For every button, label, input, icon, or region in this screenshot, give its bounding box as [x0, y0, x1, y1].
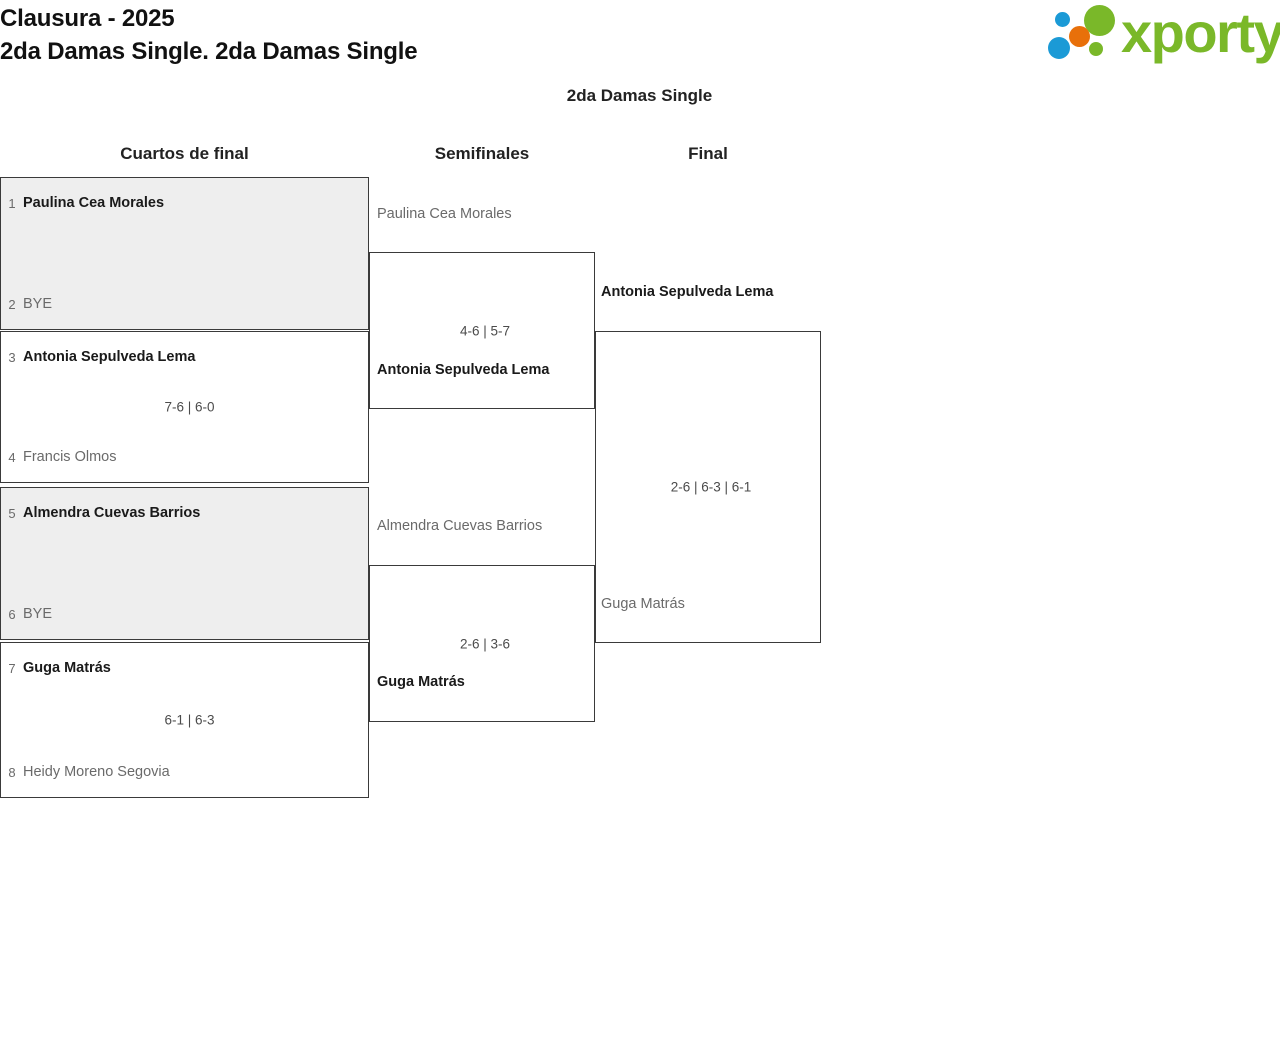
- player-name: Heidy Moreno Segovia: [23, 764, 170, 780]
- seed-number: 4: [8, 449, 16, 465]
- match-player-bottom[interactable]: 6 BYE: [1, 603, 368, 625]
- logo-dot-green-large-icon: [1084, 5, 1115, 36]
- round-header-final: Final: [595, 144, 821, 164]
- tournament-title: Clausura - 2025 2da Damas Single. 2da Da…: [0, 2, 418, 68]
- round-header-quarterfinals: Cuartos de final: [0, 144, 369, 164]
- logo-dot-orange-icon: [1069, 26, 1090, 47]
- match-quarterfinal-4[interactable]: 7 Guga Matrás 6-1 | 6-3 8 Heidy Moreno S…: [0, 642, 369, 798]
- round-header-semifinals-label: Semifinales: [434, 144, 530, 163]
- match-player-top[interactable]: 7 Guga Matrás: [1, 657, 368, 679]
- match-score: 2-6 | 6-3 | 6-1: [670, 479, 752, 495]
- match-score: 2-6 | 3-6: [459, 636, 511, 651]
- semifinal-2-player-bottom[interactable]: Guga Matrás: [377, 674, 465, 690]
- match-semifinal-2[interactable]: 2-6 | 3-6: [369, 565, 595, 722]
- match-semifinal-1[interactable]: 4-6 | 5-7: [369, 252, 595, 409]
- logo-wordmark: xporty: [1121, 1, 1280, 64]
- player-name: Guga Matrás: [23, 660, 111, 676]
- tournament-title-line-2: 2da Damas Single. 2da Damas Single: [0, 38, 418, 65]
- seed-number: 8: [8, 764, 16, 780]
- match-quarterfinal-2[interactable]: 3 Antonia Sepulveda Lema 7-6 | 6-0 4 Fra…: [0, 331, 369, 483]
- player-name: BYE: [23, 606, 53, 622]
- seed-number: 3: [8, 349, 16, 365]
- final-player-top[interactable]: Antonia Sepulveda Lema: [601, 284, 774, 300]
- round-header-final-label: Final: [688, 144, 728, 163]
- final-player-bottom[interactable]: Guga Matrás: [601, 596, 685, 612]
- seed-number: 6: [8, 606, 16, 622]
- logo-dot-blue-large-icon: [1048, 37, 1070, 59]
- match-player-bottom[interactable]: 8 Heidy Moreno Segovia: [1, 761, 368, 783]
- player-name: Paulina Cea Morales: [23, 195, 165, 211]
- match-score: 4-6 | 5-7: [459, 323, 511, 338]
- seed-number: 5: [8, 505, 16, 521]
- semifinal-1-player-bottom[interactable]: Antonia Sepulveda Lema: [377, 362, 550, 378]
- logo-dots-icon: [1043, 4, 1129, 62]
- semifinal-1-player-top[interactable]: Paulina Cea Morales: [377, 206, 512, 222]
- round-header-semifinals: Semifinales: [369, 144, 595, 164]
- match-final[interactable]: 2-6 | 6-3 | 6-1: [595, 331, 821, 643]
- match-quarterfinal-3[interactable]: 5 Almendra Cuevas Barrios 6 BYE: [0, 487, 369, 640]
- logo-dot-green-small-icon: [1089, 42, 1103, 56]
- bracket-title-text: 2da Damas Single: [566, 86, 713, 105]
- match-player-bottom[interactable]: 2 BYE: [1, 293, 368, 315]
- match-score: 6-1 | 6-3: [164, 712, 215, 728]
- match-quarterfinal-1[interactable]: 1 Paulina Cea Morales 2 BYE: [0, 177, 369, 330]
- round-header-quarterfinals-label: Cuartos de final: [120, 144, 249, 163]
- seed-number: 2: [8, 296, 16, 312]
- seed-number: 1: [8, 195, 16, 211]
- player-name: Francis Olmos: [23, 449, 117, 465]
- match-player-top[interactable]: 1 Paulina Cea Morales: [1, 192, 368, 214]
- player-name: Antonia Sepulveda Lema: [23, 349, 196, 365]
- player-name: Almendra Cuevas Barrios: [23, 505, 201, 521]
- match-player-top[interactable]: 5 Almendra Cuevas Barrios: [1, 502, 368, 524]
- match-score: 7-6 | 6-0: [164, 399, 215, 415]
- tournament-title-line-1: Clausura - 2025: [0, 5, 175, 32]
- semifinal-2-player-top[interactable]: Almendra Cuevas Barrios: [377, 518, 543, 534]
- xporty-logo[interactable]: xporty: [1043, 1, 1280, 64]
- match-player-bottom[interactable]: 4 Francis Olmos: [1, 446, 368, 468]
- seed-number: 7: [8, 660, 16, 676]
- page-header: Clausura - 2025 2da Damas Single. 2da Da…: [0, 0, 1280, 70]
- logo-dot-blue-small-icon: [1055, 12, 1070, 27]
- player-name: BYE: [23, 296, 53, 312]
- bracket-title: 2da Damas Single: [0, 86, 1280, 106]
- match-player-top[interactable]: 3 Antonia Sepulveda Lema: [1, 346, 368, 368]
